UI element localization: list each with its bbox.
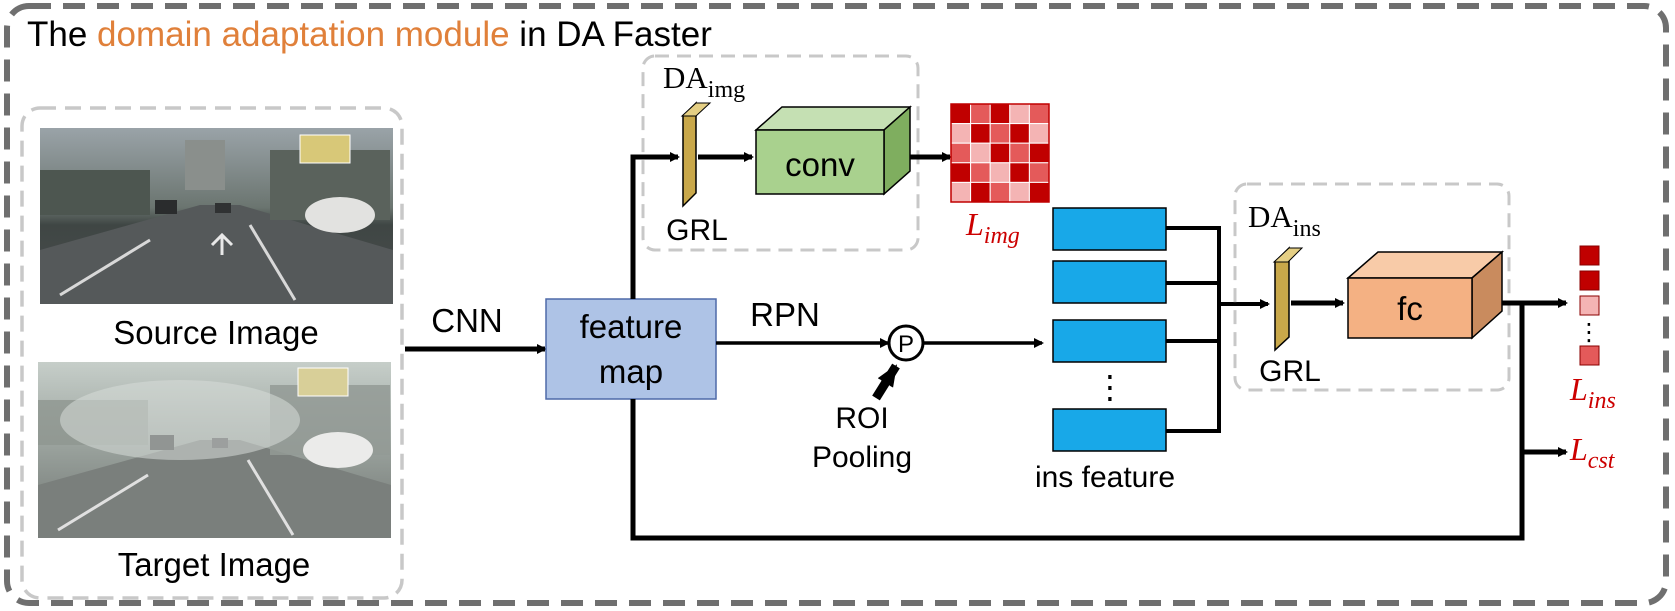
title-prefix: The [27, 15, 97, 54]
da-img-group [641, 54, 920, 252]
da-ins-group [1233, 182, 1511, 392]
source-image-label: Source Image [113, 314, 318, 351]
grl-img-label: GRL [666, 214, 728, 247]
feature-map-label-line1: feature [580, 308, 683, 345]
title-highlight: domain adaptation module [97, 15, 510, 54]
ins-output-cell [1579, 270, 1600, 291]
heatmap-cell [970, 162, 991, 183]
heatmap-cell [970, 181, 991, 203]
rpn-label: RPN [750, 296, 820, 333]
heatmap-frame [950, 103, 1050, 203]
ins-feature-connectors [1166, 226, 1221, 433]
heatmap-cell [1028, 103, 1050, 125]
grl-img-block [682, 101, 697, 208]
ins-output-ellipsis: ⋮ [1577, 319, 1601, 346]
feature-to-consistency-path [630, 303, 1525, 541]
da-img-title: DAimg [663, 60, 745, 103]
roi-pooling-symbol: P [898, 331, 914, 358]
ins-domain-outputs [1579, 245, 1600, 366]
roi-pooling-pointer [872, 363, 900, 401]
target-image-label: Target Image [118, 546, 311, 583]
heatmap-cell [989, 181, 1011, 203]
ins-feature-label: ins feature [1035, 461, 1175, 494]
heatmap-cell [970, 142, 991, 164]
heatmap-cell [1028, 162, 1050, 183]
ins-feature-ellipsis: ⋮ [1094, 369, 1126, 405]
target-image [38, 362, 391, 538]
heatmap-cell [970, 103, 991, 125]
ins-output-cell [1579, 245, 1600, 266]
cnn-label: CNN [431, 302, 503, 339]
conv-label: conv [785, 146, 855, 183]
heatmap-cell [950, 103, 972, 125]
roi-label-line1: ROI [835, 402, 888, 435]
title-suffix: in DA Faster [510, 15, 713, 54]
heatmap-cell [1009, 142, 1030, 164]
heatmap-cell [950, 142, 972, 164]
ins-output-cell [1579, 345, 1600, 366]
source-image [40, 128, 393, 304]
ins-output-cell [1579, 295, 1600, 316]
ins-feature-box [1052, 408, 1167, 452]
heatmap-cell [950, 162, 972, 183]
heatmap-cell [989, 103, 1011, 125]
grl-ins-front [1272, 247, 1304, 263]
loss-ins: Lins [1569, 371, 1616, 414]
ins-feature-box [1052, 319, 1167, 363]
heatmap-cell [1028, 181, 1050, 203]
heatmap-cell [950, 181, 972, 203]
grl-ins-block [1274, 246, 1290, 352]
heatmap-cell [1009, 162, 1030, 183]
heatmap-cell [970, 123, 991, 144]
feature-to-daimg-path [630, 152, 680, 299]
heatmap-cell [1028, 123, 1050, 144]
heatmap-cell [989, 123, 1011, 144]
conv-block [754, 105, 912, 196]
heatmap-cell [989, 162, 1011, 183]
loss-cst: Lcst [1569, 431, 1616, 474]
heatmap-cell [1009, 103, 1030, 125]
grl-img-front [680, 102, 712, 117]
outer-frame [4, 3, 1669, 606]
heatmap-cell [989, 142, 1011, 164]
heatmap-cell [1009, 181, 1030, 203]
img-domain-heatmap [950, 103, 1050, 203]
ins-feature-box [1052, 260, 1167, 304]
heatmap-cell [950, 123, 972, 144]
loss-img: Limg [965, 206, 1020, 249]
feature-map-label-line2: map [599, 353, 663, 390]
feature-map-box [545, 298, 717, 400]
roi-label-line2: Pooling [812, 441, 912, 474]
fc-label: fc [1397, 290, 1423, 327]
ins-feature-box [1052, 207, 1167, 251]
grl-ins-label: GRL [1259, 355, 1321, 388]
heatmap-cell [1009, 123, 1030, 144]
input-images-group [20, 106, 404, 600]
figure-title: The domain adaptation module in DA Faste… [27, 15, 712, 54]
fc-block [1345, 250, 1505, 340]
heatmap-cell [1028, 142, 1050, 164]
da-ins-title: DAins [1248, 199, 1321, 242]
